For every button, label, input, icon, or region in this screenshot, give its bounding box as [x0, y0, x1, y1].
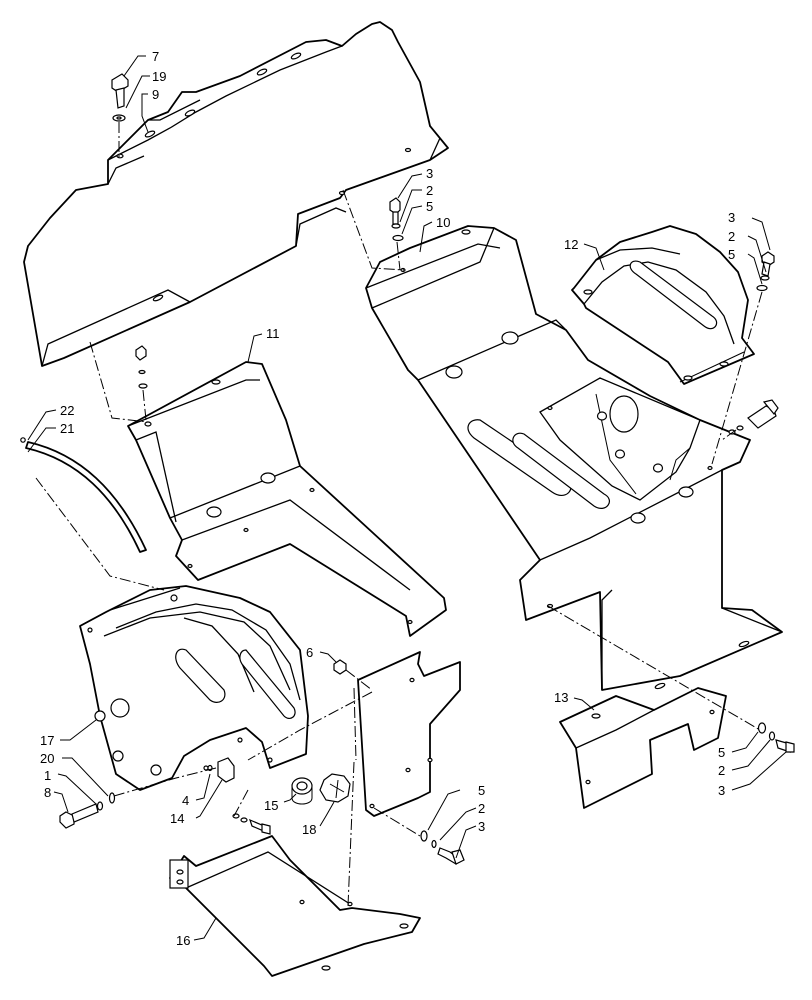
callout-18: 18: [302, 822, 316, 837]
callout-4: 4: [182, 793, 189, 808]
washer-20: [108, 792, 116, 804]
callout-2: 2: [478, 801, 485, 816]
callout-2: 2: [718, 763, 725, 778]
callout-5: 5: [426, 199, 433, 214]
panel-10: [365, 225, 783, 691]
bracket-16: [169, 835, 421, 977]
callout-10: 10: [436, 215, 450, 230]
clip-14: [217, 757, 235, 783]
hardware: [59, 73, 795, 865]
leader-lines: [27, 55, 787, 941]
lockwasher-2b: [760, 275, 770, 281]
callout-21: 21: [60, 421, 74, 436]
bolt-8: [59, 803, 99, 829]
bolt-7: [111, 73, 129, 109]
callout-14: 14: [170, 811, 184, 826]
callout-16: 16: [176, 933, 190, 948]
callout-12: 12: [564, 237, 578, 252]
callout-6: 6: [306, 645, 313, 660]
callout-3: 3: [728, 210, 735, 225]
bolt-3a: [389, 197, 401, 225]
callout-3: 3: [718, 783, 725, 798]
callout-1: 1: [44, 768, 51, 783]
callout-19: 19: [152, 69, 166, 84]
callout-20: 20: [40, 751, 54, 766]
callout-5: 5: [728, 247, 735, 262]
callout-8: 8: [44, 785, 51, 800]
callout-3: 3: [426, 166, 433, 181]
strip-21: [20, 437, 147, 553]
lockwasher-2a: [391, 223, 401, 229]
callout-7: 7: [152, 49, 159, 64]
washer-5d: [757, 722, 767, 734]
washer-5c: [420, 830, 428, 842]
upright-plate: [357, 651, 461, 817]
callout-5: 5: [718, 745, 725, 760]
callout-15: 15: [264, 798, 278, 813]
assembly-lines: [35, 122, 763, 907]
callout-17: 17: [40, 733, 54, 748]
lockwasher-2c: [431, 839, 437, 849]
lockwasher-2d: [768, 731, 776, 741]
callout-22: 22: [60, 403, 74, 418]
washer-5a: [392, 234, 404, 242]
fastener-22: [20, 437, 26, 443]
callout-11: 11: [266, 326, 280, 341]
grommet-15: [291, 777, 313, 805]
fender-17: [79, 585, 309, 791]
callouts: 7 19 9 3 2 5 10 3 2 5 12 11 22 21 6 13 1…: [40, 49, 735, 948]
guard-12: [571, 225, 755, 385]
callout-13: 13: [554, 690, 568, 705]
callout-3: 3: [478, 819, 485, 834]
callout-2: 2: [426, 183, 433, 198]
callout-2: 2: [728, 229, 735, 244]
panel-11: [127, 361, 447, 637]
panel-9: [23, 21, 449, 367]
lockwasher-1: [96, 801, 104, 811]
washer-5b: [756, 284, 768, 292]
callout-5: 5: [478, 783, 485, 798]
callout-9: 9: [152, 87, 159, 102]
knob-18: [319, 773, 351, 803]
bracket-13: [559, 687, 727, 809]
